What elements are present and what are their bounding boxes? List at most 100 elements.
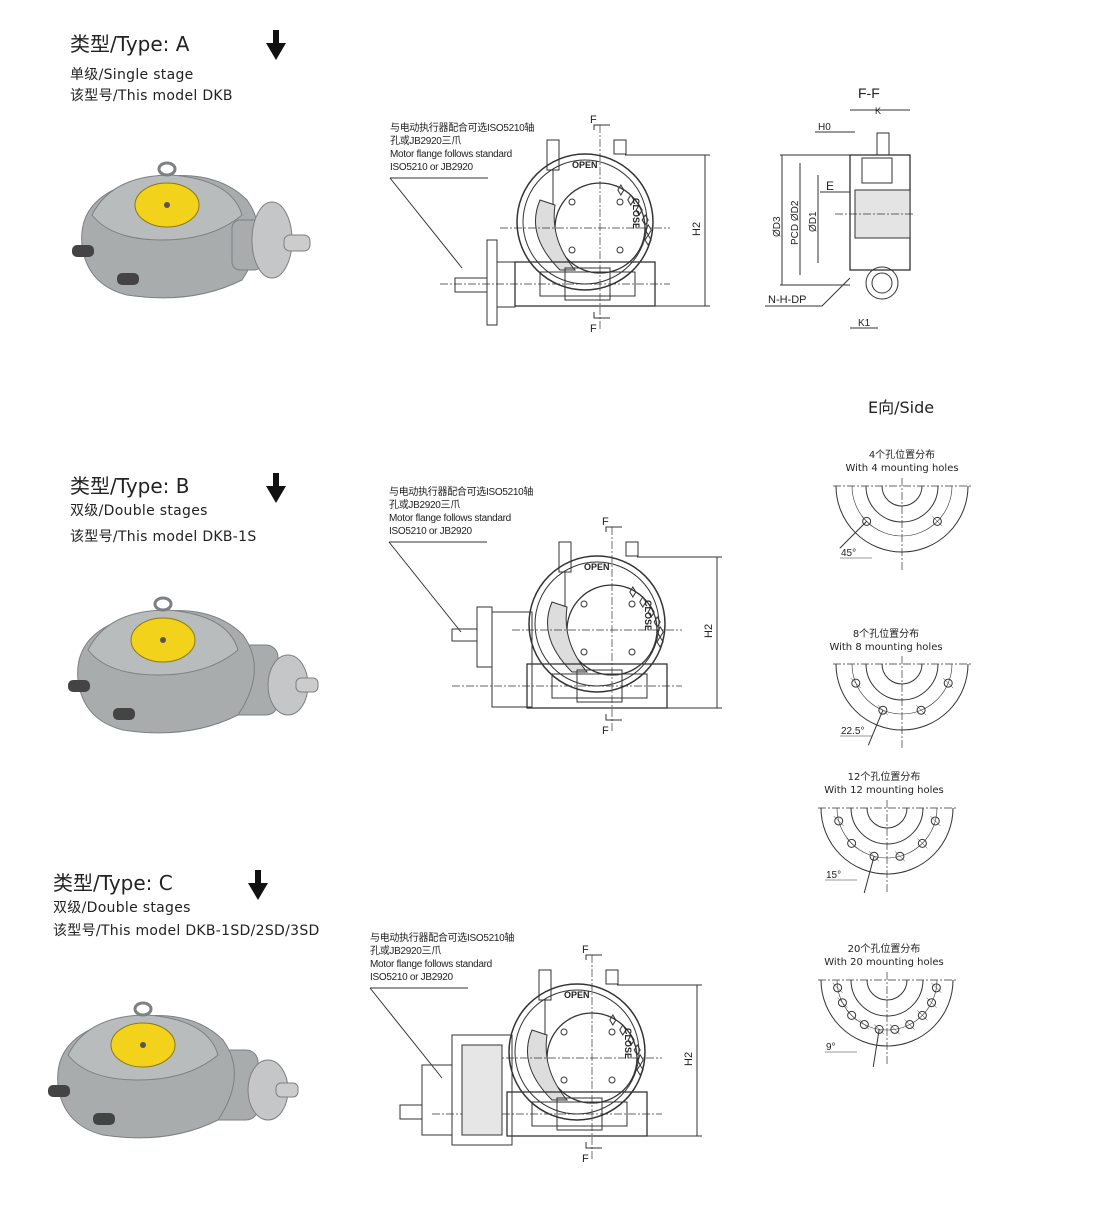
hole-mark xyxy=(846,1010,857,1021)
note-line: 孔或JB2920三爪 xyxy=(389,500,460,511)
flange-arc xyxy=(835,485,969,553)
housing-outline xyxy=(528,555,666,693)
section-label-top: F xyxy=(590,114,597,126)
note-line: Motor flange follows standard xyxy=(389,513,511,524)
hole-pattern-12: 15° xyxy=(818,800,956,894)
second-stage xyxy=(491,611,533,708)
d1-label: ØD1 xyxy=(808,211,819,232)
note-line: 与电动执行器配合可选ISO5210轴 xyxy=(389,487,534,498)
h0-label: H0 xyxy=(818,122,831,133)
open-label: OPEN xyxy=(572,160,598,170)
section-arrow xyxy=(605,526,622,532)
bolt xyxy=(48,1085,70,1097)
mounting-hole xyxy=(943,678,953,688)
hole-mark xyxy=(904,1019,915,1030)
leader-line xyxy=(388,541,462,633)
arrow-shaft xyxy=(273,30,279,44)
worm-shaft-bore xyxy=(865,266,899,300)
bolt xyxy=(93,1113,115,1125)
flange-bolt-hole xyxy=(628,648,636,656)
mounting-hole xyxy=(837,998,847,1008)
flange-neck xyxy=(496,261,516,308)
mounting-hole xyxy=(932,516,942,526)
mounting-hole xyxy=(916,705,926,715)
bolt xyxy=(68,680,90,692)
close-label: CLOSE xyxy=(631,198,641,229)
top-bolt xyxy=(613,139,627,155)
nhdp-leader xyxy=(765,277,851,307)
hole-mark xyxy=(930,815,941,827)
disc-bolt xyxy=(164,202,170,208)
pitch-circle xyxy=(836,979,938,1031)
lifting-eye xyxy=(133,1001,153,1017)
h2-label: H2 xyxy=(703,624,715,638)
section-arrow xyxy=(585,954,602,960)
hole-mark xyxy=(894,851,906,862)
nhdp-label: N-H-DP xyxy=(768,294,807,306)
note-line: ISO5210 or JB2920 xyxy=(390,162,473,173)
type-c-stage: 双级/Double stages xyxy=(53,900,191,916)
type-b-heading: 类型/Type: B xyxy=(70,474,190,498)
gear-train xyxy=(461,1044,503,1136)
flange-bolt-hole xyxy=(568,198,576,206)
hole-mark xyxy=(943,677,954,689)
input-shaft xyxy=(295,677,319,693)
hatched-section xyxy=(527,1029,569,1101)
arrow-head xyxy=(266,43,286,60)
product-image-type-a xyxy=(72,161,311,299)
hole-mark xyxy=(889,1024,900,1035)
flange-bolt-hole xyxy=(560,1076,568,1084)
arrow-shaft xyxy=(255,870,261,884)
input-shaft xyxy=(454,277,488,293)
top-bolt xyxy=(605,969,619,985)
d2-label: PCD ØD2 xyxy=(790,200,801,245)
flange-arc xyxy=(881,663,923,685)
section-label-bottom: F xyxy=(582,1153,589,1165)
indicator-diamond xyxy=(656,636,664,648)
type-a-heading: 类型/Type: A xyxy=(70,32,190,56)
indicator-diamond xyxy=(644,234,652,246)
h2-label: H2 xyxy=(683,1052,695,1066)
mounting-hole xyxy=(847,838,857,848)
flange-arc xyxy=(835,663,969,731)
note-line: 与电动执行器配合可选ISO5210轴 xyxy=(370,933,515,944)
flange-bolt-hole xyxy=(616,246,624,254)
note-line: ISO5210 or JB2920 xyxy=(389,526,472,537)
mounting-hole xyxy=(851,678,861,688)
flange-bolt-hole xyxy=(608,1028,616,1036)
hole-caption-12: 12个孔位置分布 With 12 mounting holes xyxy=(809,771,959,797)
hole-mark xyxy=(859,1019,870,1030)
flange-arc xyxy=(850,979,924,1017)
motor-flange-note-c: 与电动执行器配合可选ISO5210轴 孔或JB2920三爪 Motor flan… xyxy=(370,932,514,984)
flange-bolt-hole xyxy=(560,1028,568,1036)
hole-caption-cn: 20个孔位置分布 xyxy=(847,944,921,955)
top-bolt xyxy=(625,541,639,557)
open-label: OPEN xyxy=(584,562,610,572)
section-label-top: F xyxy=(602,516,609,528)
disc-bolt xyxy=(140,1042,146,1048)
hole-mark xyxy=(832,982,843,993)
mounting-hole xyxy=(905,1020,915,1030)
angle-leader xyxy=(839,521,867,549)
indicator-diamond xyxy=(609,1014,617,1026)
down-arrow-icon xyxy=(266,473,286,503)
type-b-model: 该型号/This model DKB-1S xyxy=(70,529,257,545)
type-c-model: 该型号/This model DKB-1SD/2SD/3SD xyxy=(53,923,320,939)
arrow-shaft xyxy=(273,473,279,487)
section-label-bottom: F xyxy=(602,725,609,737)
type-a-model: 该型号/This model DKB xyxy=(70,88,233,104)
hole-mark xyxy=(837,997,848,1008)
bolt xyxy=(113,708,135,720)
note-line: ISO5210 or JB2920 xyxy=(370,972,453,983)
arrow-head xyxy=(266,486,286,503)
motor-flange xyxy=(476,606,493,668)
hole-mark xyxy=(833,815,844,827)
mounting-hole xyxy=(847,1010,857,1020)
input-shaft xyxy=(451,628,478,642)
hole-caption-cn: 8个孔位置分布 xyxy=(852,629,920,640)
hole-mark xyxy=(932,516,943,527)
section-view-title: F-F xyxy=(858,85,880,101)
flange-arc xyxy=(820,807,954,875)
